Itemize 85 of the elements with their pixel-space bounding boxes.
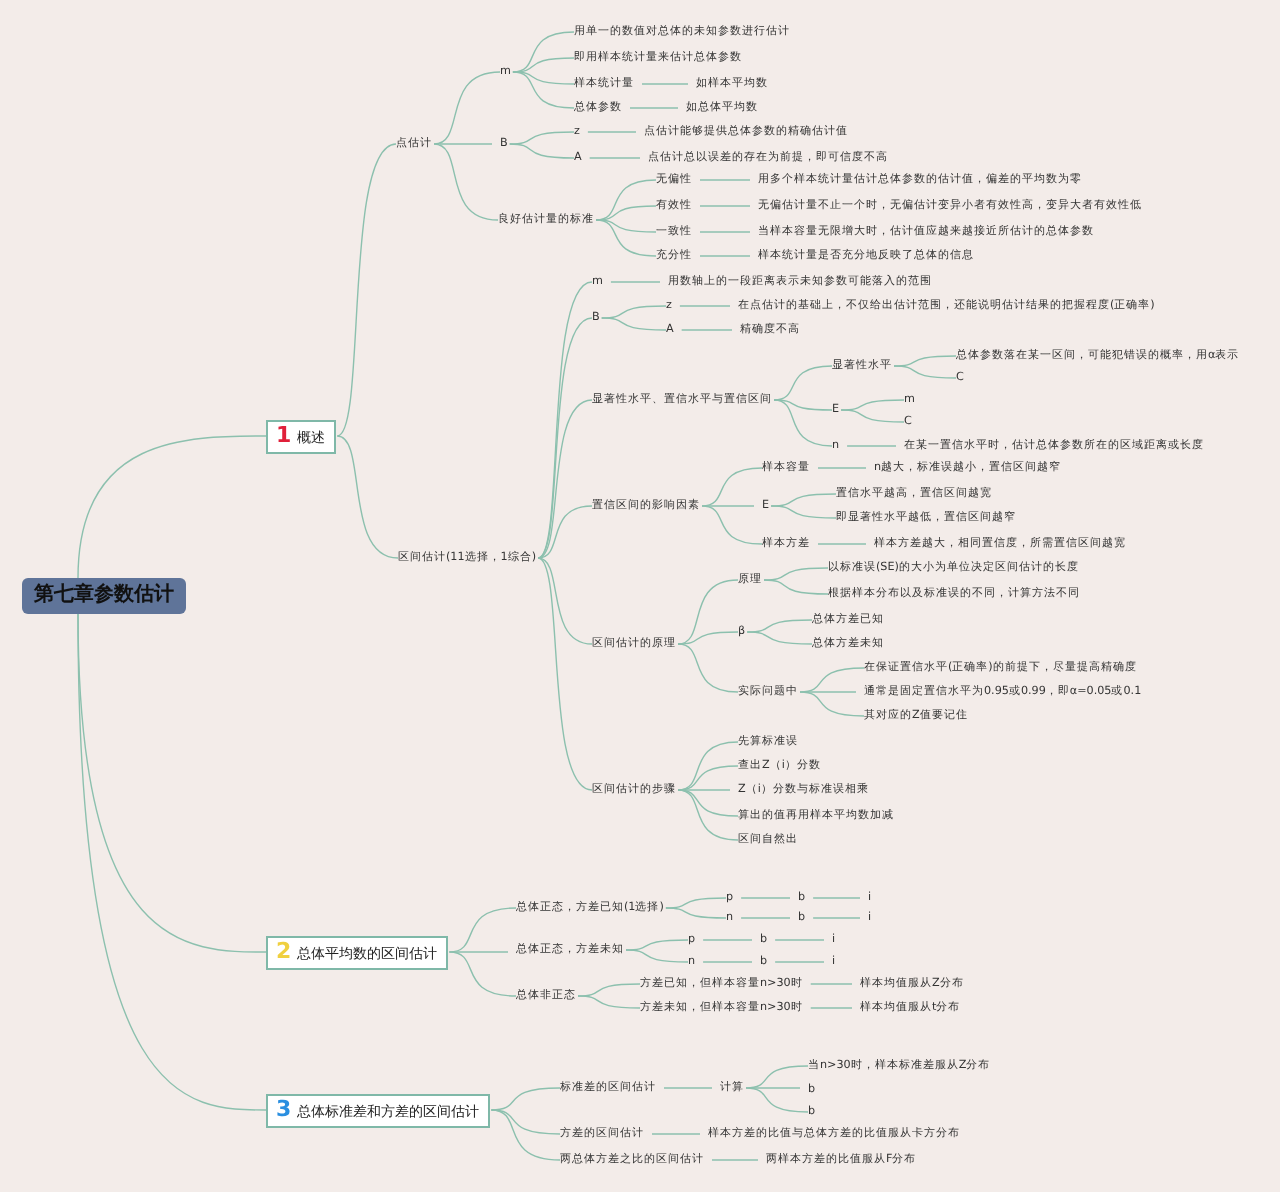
connector-line	[893, 365, 957, 379]
connector-line	[774, 939, 825, 941]
connector-line	[810, 983, 853, 985]
connector-line	[805, 691, 857, 693]
connector-line	[490, 1087, 561, 1111]
connector-line	[711, 1159, 759, 1161]
connector-line	[746, 631, 813, 645]
connector-line	[663, 1087, 713, 1089]
connector-line	[595, 219, 657, 257]
connector-line	[770, 505, 837, 519]
connector-line	[587, 131, 637, 133]
connector-line	[763, 579, 829, 595]
connector-line	[702, 939, 753, 941]
connector-line	[512, 71, 575, 109]
connector-line	[454, 951, 509, 953]
connector-line	[846, 445, 897, 447]
connector-line	[745, 1087, 809, 1113]
connector-line	[490, 1109, 561, 1135]
connector-line	[77, 435, 267, 579]
root-topic-box: 第七章参数估计	[22, 578, 186, 614]
connector-line	[817, 543, 867, 545]
connector-line	[439, 143, 493, 145]
connector-line	[840, 409, 905, 423]
connector-line	[433, 143, 499, 221]
connector-line	[448, 951, 517, 997]
connector-line	[677, 741, 739, 791]
connector-line	[641, 83, 689, 85]
connector-line	[751, 1087, 801, 1089]
connector-line	[595, 219, 657, 233]
connector-line	[677, 765, 739, 791]
connector-line	[702, 961, 753, 963]
connector-line	[774, 961, 825, 963]
connector-line	[817, 467, 867, 469]
connector-line	[537, 505, 593, 559]
connector-line	[448, 907, 517, 953]
section-box	[266, 1093, 490, 1127]
connector-line	[588, 157, 641, 159]
connector-line	[509, 131, 575, 145]
connector-line	[701, 467, 763, 507]
connector-line	[677, 643, 739, 693]
connector-line	[537, 557, 593, 645]
connector-line	[740, 917, 791, 919]
connector-line	[577, 995, 641, 1009]
connector-line	[773, 399, 833, 411]
connector-line	[433, 71, 501, 145]
connector-line	[651, 1133, 701, 1135]
connector-line	[490, 1109, 561, 1161]
section-number: 1	[276, 421, 292, 447]
connector-line	[701, 505, 763, 545]
connector-line	[810, 1007, 853, 1009]
section-box	[266, 935, 448, 969]
connector-line	[699, 205, 751, 207]
connector-line	[537, 399, 593, 559]
connector-line	[610, 281, 661, 283]
connector-line	[680, 329, 733, 331]
connector-line	[512, 71, 575, 85]
section-number: 2	[276, 937, 292, 963]
connector-line	[537, 557, 593, 791]
connector-line	[799, 691, 865, 717]
connector-line	[77, 613, 267, 1111]
section-box	[266, 419, 336, 453]
connector-line	[707, 505, 755, 507]
connector-line	[812, 917, 861, 919]
connector-line	[812, 897, 861, 899]
section-number: 3	[276, 1095, 292, 1121]
connector-line	[625, 949, 689, 963]
connector-line	[799, 667, 865, 693]
connector-line	[699, 231, 751, 233]
connector-line	[677, 789, 739, 817]
connector-line	[699, 179, 751, 181]
connector-line	[677, 579, 739, 645]
connector-line	[509, 143, 575, 159]
connector-line	[745, 1065, 809, 1089]
connector-line	[336, 143, 397, 437]
connector-line	[773, 399, 833, 447]
connector-line	[699, 255, 751, 257]
connector-line	[336, 435, 399, 559]
connector-line	[629, 107, 679, 109]
connector-line	[677, 789, 739, 841]
connector-line	[677, 631, 739, 645]
connector-line	[679, 305, 731, 307]
connector-line	[601, 317, 667, 331]
connector-line	[740, 897, 791, 899]
connector-line	[665, 907, 727, 919]
connector-line	[683, 789, 731, 791]
